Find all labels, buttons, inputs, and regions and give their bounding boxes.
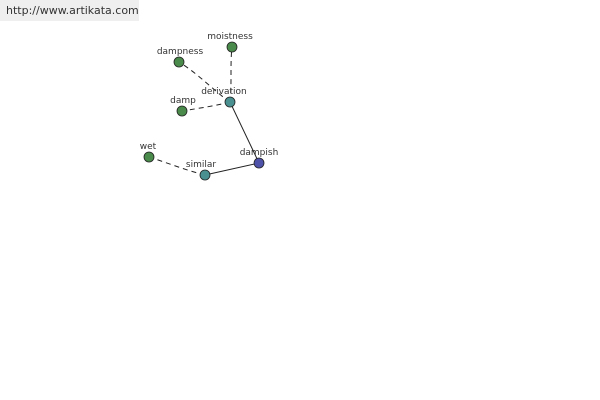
url-banner[interactable]: http://www.artikata.com [0, 0, 139, 21]
node-label-dampish[interactable]: dampish [240, 148, 279, 158]
node-label-derivation[interactable]: derivation [201, 87, 247, 97]
edge-dampish-similar [204, 162, 260, 176]
node-dampish[interactable] [253, 157, 265, 169]
graph-nodes [143, 41, 265, 181]
node-label-dampness[interactable]: dampness [157, 47, 204, 57]
node-similar[interactable] [199, 169, 211, 181]
node-damp[interactable] [176, 105, 188, 117]
url-text[interactable]: http://www.artikata.com [6, 4, 139, 17]
node-label-damp[interactable]: damp [170, 96, 196, 106]
edge-derivation-dampness [178, 61, 231, 103]
edge-similar-wet [148, 156, 206, 176]
node-dampness[interactable] [173, 56, 185, 68]
node-wet[interactable] [143, 151, 155, 163]
graph-labels: dampish derivation similar moistnessdampnes… [140, 32, 279, 170]
node-label-moistness[interactable]: moistness [207, 32, 253, 42]
node-derivation[interactable] [224, 96, 236, 108]
node-label-wet[interactable]: wet [140, 142, 157, 152]
node-moistness[interactable] [226, 41, 238, 53]
edge-dampish-derivation [229, 101, 260, 164]
node-label-similar[interactable]: similar [186, 160, 216, 170]
